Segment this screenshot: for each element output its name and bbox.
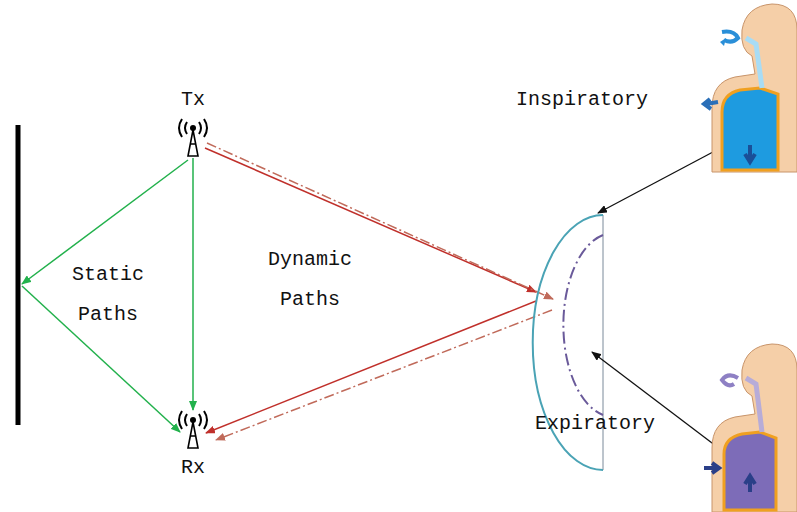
dynamic-path [205, 148, 536, 292]
dynamic-path [207, 143, 553, 299]
antenna-label: Tx [181, 88, 205, 112]
antenna-symbol [175, 118, 211, 158]
static-path [192, 158, 194, 410]
antenna-node: Tx [168, 88, 218, 158]
antenna-label: Rx [181, 456, 205, 480]
person-expiratory [704, 344, 797, 512]
annotation-label: Expiratory [530, 404, 660, 444]
dynamic-path [206, 301, 536, 433]
person-inspiratory [704, 4, 797, 172]
chest-inner [563, 235, 603, 415]
antenna-node: Rx [168, 410, 218, 480]
wall [16, 125, 21, 425]
annotation-label: Inspiratory [512, 80, 652, 120]
annotation-label: Static Paths [66, 255, 150, 335]
antenna-symbol [175, 410, 211, 450]
dynamic-path [216, 310, 552, 440]
annotation-label: Dynamic Paths [252, 240, 368, 320]
